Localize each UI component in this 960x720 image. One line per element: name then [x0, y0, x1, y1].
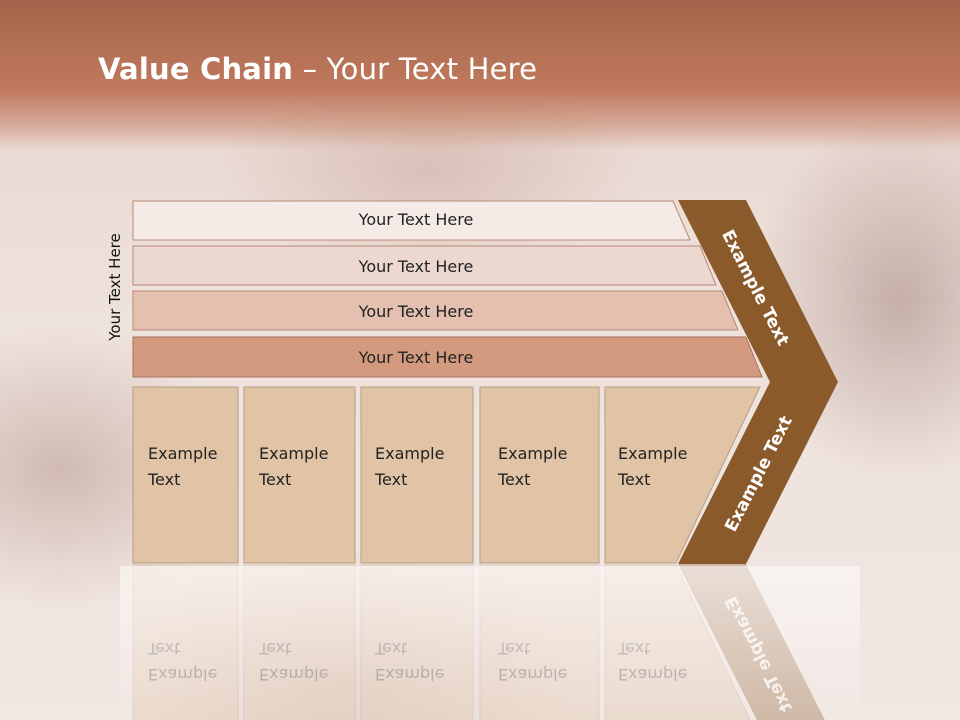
title-bold: Value Chain: [98, 52, 294, 86]
title-rest: – Your Text Here: [293, 52, 538, 86]
primary-box-3-line1: Example: [375, 444, 444, 463]
primary-box-3: [360, 386, 474, 564]
primary-box-4-line1: Example: [498, 444, 567, 463]
primary-box-2: [243, 386, 356, 564]
primary-box-1: [132, 386, 239, 564]
slide-title: Value Chain – Your Text Here: [98, 52, 537, 86]
support-bar-2: [132, 245, 717, 286]
primary-box-1-line1: Example: [148, 444, 217, 463]
primary-box-4-line2: Text: [497, 470, 530, 489]
support-bar-4-label: Your Text Here: [358, 348, 474, 367]
support-bar-3: [132, 290, 739, 331]
support-bar-2-label: Your Text Here: [358, 257, 474, 276]
title-band: [0, 0, 960, 150]
primary-box-2-line2: Text: [258, 470, 291, 489]
primary-box-3-line2: Text: [374, 470, 407, 489]
support-bar-4: [132, 336, 763, 378]
reflection-fade: [120, 566, 860, 720]
primary-box-1-line2: Text: [147, 470, 180, 489]
support-bar-1-label: Your Text Here: [358, 210, 474, 229]
primary-box-4: [479, 386, 600, 564]
primary-box-5-line1: Example: [618, 444, 687, 463]
primary-box-5-line2: Text: [617, 470, 650, 489]
support-bar-1: [132, 200, 691, 241]
primary-box-5: [604, 386, 761, 564]
margin-arrow: [678, 200, 838, 564]
primary-box-2-line1: Example: [259, 444, 328, 463]
support-bar-3-label: Your Text Here: [358, 302, 474, 321]
